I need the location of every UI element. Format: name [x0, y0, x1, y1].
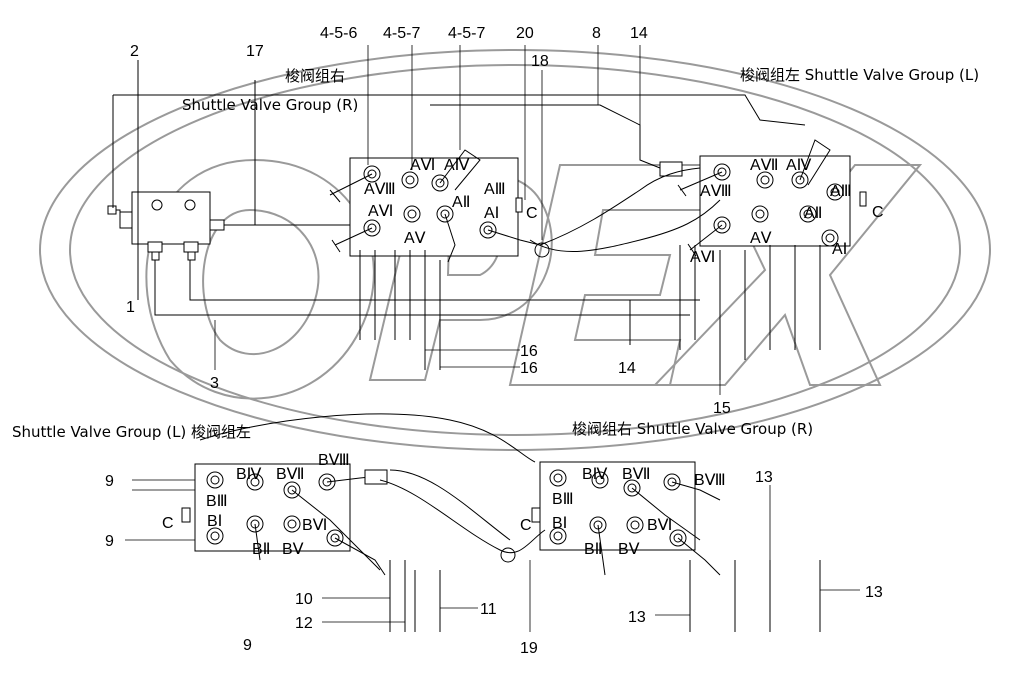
part-number: 14	[630, 25, 648, 42]
part-number: 13	[755, 469, 773, 486]
port-label: C	[526, 205, 538, 222]
pipes	[112, 45, 860, 632]
port-label: AⅢ	[484, 181, 506, 198]
port-label: BⅢ	[552, 491, 574, 508]
port-label: BⅧ	[318, 452, 350, 469]
part-number: 3	[210, 375, 219, 392]
port-label: AⅠ	[484, 205, 499, 222]
port-label: C	[872, 204, 884, 221]
part-number: 10	[295, 591, 313, 608]
port-label: BⅠ	[552, 515, 567, 532]
shuttle-valve-group-r-bottom	[531, 461, 721, 576]
part-number: 1	[126, 299, 135, 316]
part-number: 4-5-7	[383, 25, 420, 42]
port-label: AⅢ	[830, 183, 852, 200]
port-label: BⅢ	[206, 493, 228, 510]
port-label: BⅤ	[282, 541, 304, 558]
caption-valve-l-bottom: Shuttle Valve Group (L) 梭阀组左	[12, 423, 251, 441]
port-label: C	[520, 517, 532, 534]
shuttle-valve-group-l-bottom	[181, 463, 388, 576]
port-label: BⅦ	[276, 466, 305, 483]
part-number: 16	[520, 343, 538, 360]
port-label: AⅣ	[444, 157, 470, 174]
part-number: 12	[295, 615, 313, 632]
shuttle-valve-group-r-top	[329, 149, 541, 263]
part-number: 2	[130, 43, 139, 60]
caption-valve-l-top: 梭阀组左 Shuttle Valve Group (L)	[740, 66, 979, 84]
port-label: AⅡ	[804, 205, 823, 222]
part-number: 9	[105, 533, 114, 550]
part-number: 9	[105, 473, 114, 490]
port-label: AⅥ	[368, 203, 393, 220]
part-number: 4-5-7	[448, 25, 485, 42]
port-label: BⅡ	[584, 541, 603, 558]
part-number: 19	[520, 640, 538, 657]
port-label: BⅤ	[618, 541, 640, 558]
caption-valve-r-bottom: 梭阀组右 Shuttle Valve Group (R)	[572, 420, 813, 438]
port-label: AⅥ	[690, 249, 715, 266]
part-number: 8	[592, 25, 601, 42]
caption-valve-r-top-cn: 梭阀组右	[285, 67, 345, 85]
part-number: 18	[531, 53, 549, 70]
port-label: AⅤ	[750, 230, 772, 247]
port-label: BⅡ	[252, 541, 271, 558]
port-label: BⅦ	[622, 466, 651, 483]
part-number: 11	[480, 601, 497, 618]
port-label: AⅥ	[410, 157, 435, 174]
port-label: AⅡ	[452, 194, 471, 211]
port-label: AⅧ	[700, 183, 732, 200]
port-label: BⅠ	[207, 513, 222, 530]
port-label: AⅤ	[404, 230, 426, 247]
port-label: BⅣ	[236, 466, 262, 483]
port-label: BⅥ	[302, 517, 327, 534]
caption-valve-r-top-en: Shuttle Valve Group (R)	[182, 96, 358, 114]
part-number: 9	[243, 637, 252, 654]
part-number: 13	[865, 584, 883, 601]
part-number: 15	[713, 400, 731, 417]
part-number: 20	[516, 25, 534, 42]
port-label: AⅠ	[832, 241, 847, 258]
port-label: BⅣ	[582, 466, 608, 483]
part-number: 14	[618, 360, 636, 377]
port-label: AⅦ	[750, 157, 779, 174]
port-label: BⅥ	[647, 517, 672, 534]
port-label: AⅧ	[364, 181, 396, 198]
part-number: 4-5-6	[320, 25, 357, 42]
pilot-valve-block	[107, 191, 225, 261]
part-number: 13	[628, 609, 646, 626]
part-number: 17	[246, 43, 264, 60]
part-number: 16	[520, 360, 538, 377]
shuttle-valve-group-l-top	[659, 139, 867, 257]
port-label: C	[162, 515, 174, 532]
port-label: AⅣ	[786, 157, 812, 174]
port-label: BⅧ	[694, 472, 726, 489]
